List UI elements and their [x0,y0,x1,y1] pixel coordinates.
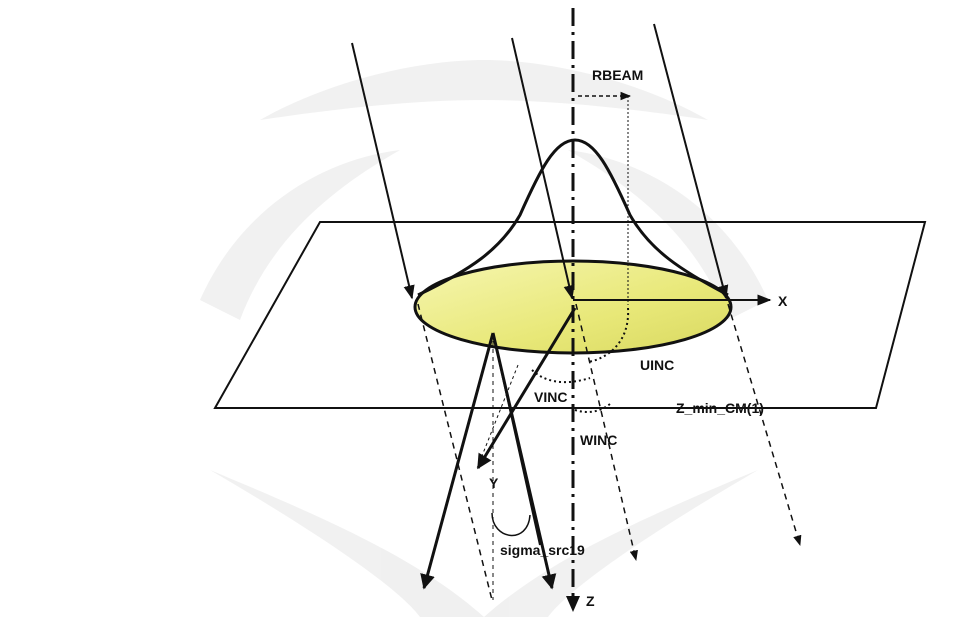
cone-inner-line [492,332,541,546]
incoming-ray-left [351,42,415,300]
z-min-label: Z_min_CM(1) [676,400,764,416]
incoming-ray-center [511,37,575,300]
y-axis-line [477,364,519,467]
z-axis-arrowhead [566,596,580,612]
winc-label: WINC [580,432,617,448]
uinc-label: UINC [640,357,674,373]
transmitted-ray-left [417,303,493,601]
incoming-ray-right [653,23,729,300]
vinc-label: VINC [534,389,567,405]
sigma-label: sigma_src19 [500,542,585,558]
sigma-arc [491,512,531,537]
x-axis-label: X [778,293,788,309]
rbeam-label: RBEAM [592,67,643,83]
vinc-arc [531,369,591,384]
z-axis-label: Z [586,593,595,609]
gaussian-profile [417,138,729,297]
z-min-plane [213,221,927,409]
transmitted-ray-right [727,303,802,547]
direction-vector [476,307,577,470]
cone-left-ray [420,332,495,590]
y-axis-label: Y [489,475,499,491]
